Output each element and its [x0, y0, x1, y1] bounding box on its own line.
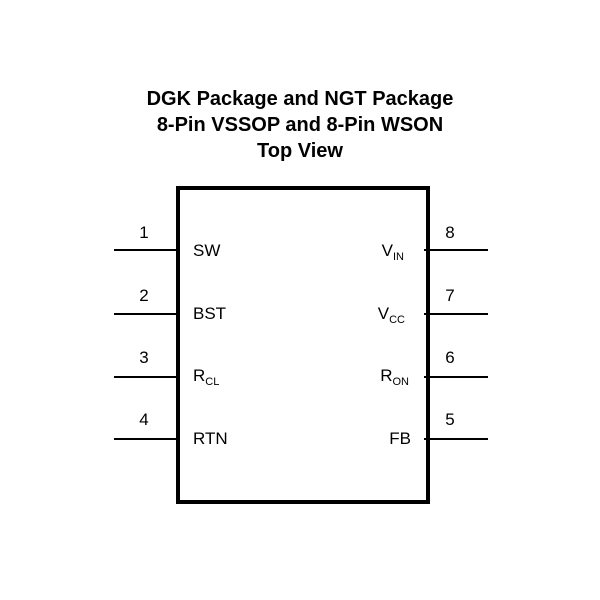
pin-1-label-text: SW — [193, 241, 221, 260]
pin-1-label: SW — [193, 241, 220, 261]
pin-7-lead — [424, 313, 488, 315]
pin-5-lead — [424, 438, 488, 440]
pin-3-label-sub: CL — [205, 376, 220, 388]
pin-8-label-sub: IN — [393, 251, 404, 263]
pin-5-number: 5 — [445, 410, 455, 429]
pin-4-lead — [114, 438, 178, 440]
pin-5-label: FB — [351, 429, 411, 449]
title-line-3: Top View — [257, 140, 343, 162]
pin-5-label-text: FB — [389, 429, 411, 448]
pin-2-lead — [114, 313, 178, 315]
pin-2-label-text: BST — [193, 304, 227, 323]
pin-2-label: BST — [193, 304, 226, 324]
pin-8-number: 8 — [445, 223, 455, 242]
pin-3-label: RCL — [193, 366, 220, 388]
pin-7-number: 7 — [445, 286, 455, 305]
ic-package-body — [176, 186, 430, 504]
pin-8-label: VIN — [344, 241, 404, 263]
pin-6-number: 6 — [445, 348, 455, 367]
pin-3-lead — [114, 376, 178, 378]
pin-8-label-text: V — [381, 241, 393, 260]
pin-4-label: RTN — [193, 429, 228, 449]
pin-2-number: 2 — [139, 286, 149, 305]
title-line-1: DGK Package and NGT Package — [146, 88, 454, 110]
pin-3-number: 3 — [139, 348, 149, 367]
pin-6-label: RON — [349, 366, 410, 388]
pin-8-lead — [424, 249, 488, 251]
pin-7-label-sub: CC — [389, 314, 405, 326]
pin-1-number: 1 — [139, 223, 149, 242]
title-line-2: 8-Pin VSSOP and 8-Pin WSON — [156, 114, 444, 136]
pin-7-label: VCC — [345, 304, 405, 326]
pin-6-label-text: R — [380, 366, 393, 385]
pin-7-label-text: V — [377, 304, 390, 323]
diagram-title: DGK Package and NGT Package 8-Pin VSSOP … — [0, 86, 600, 164]
pin-4-number: 4 — [139, 410, 149, 429]
pin-4-label-text: RTN — [193, 429, 228, 448]
pin-6-label-sub: ON — [392, 376, 410, 388]
pin-3-label-text: R — [193, 366, 206, 385]
pin-1-lead — [114, 249, 178, 251]
pin-6-lead — [424, 376, 488, 378]
